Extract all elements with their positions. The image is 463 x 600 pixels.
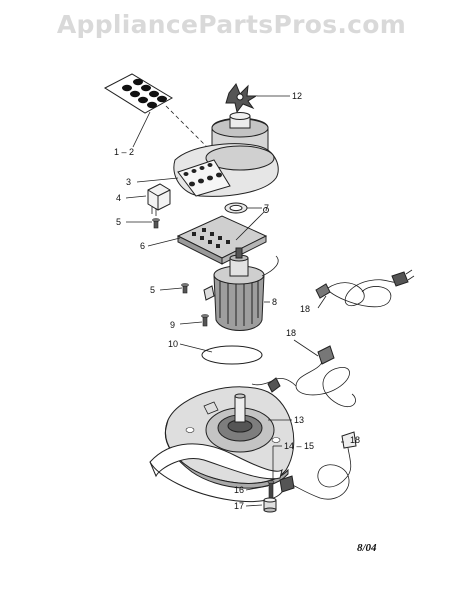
label-12: 12 xyxy=(292,91,302,101)
label-4: 4 xyxy=(116,193,121,203)
leader-lines xyxy=(125,95,344,507)
label-1-2: 1 – 2 xyxy=(114,147,134,157)
label-18-lower: 18 xyxy=(350,435,360,445)
power-cord-upper xyxy=(315,269,415,308)
label-13: 13 xyxy=(294,415,304,425)
motor-screw xyxy=(201,314,209,327)
label-16: 16 xyxy=(234,485,244,495)
motor-assembly xyxy=(203,247,279,331)
base-housing xyxy=(173,143,279,197)
watermark: AppliancePartsPros.com xyxy=(56,10,407,39)
button-overlay-pad xyxy=(103,73,173,114)
label-5-lower: 5 xyxy=(150,285,155,295)
foot-screw xyxy=(267,480,275,501)
switch-relay xyxy=(147,183,171,216)
label-9: 9 xyxy=(170,320,175,330)
base-plate xyxy=(164,386,295,489)
rubber-foot xyxy=(263,497,277,513)
label-18-middle: 18 xyxy=(286,328,296,338)
label-8: 8 xyxy=(272,297,277,307)
label-18-upper: 18 xyxy=(300,304,310,314)
screw-upper xyxy=(152,218,160,229)
label-6: 6 xyxy=(140,241,145,251)
label-10: 10 xyxy=(168,339,178,349)
base-cord-loop xyxy=(149,443,283,480)
blade-part xyxy=(225,83,258,114)
label-17: 17 xyxy=(234,501,244,511)
circuit-board xyxy=(176,207,269,265)
label-5-upper: 5 xyxy=(116,217,121,227)
seal-ring xyxy=(224,202,248,214)
revision-date: 8/04 xyxy=(357,542,377,554)
power-cord-lower xyxy=(279,431,357,500)
label-7: 7 xyxy=(264,203,269,213)
power-cord-middle xyxy=(251,345,356,408)
part-labels: 12 1 – 2 3 4 5 7 6 5 8 18 9 10 18 13 14 … xyxy=(114,91,377,554)
label-14-15: 14 – 15 xyxy=(284,441,314,451)
screw-lower xyxy=(181,283,189,294)
label-3: 3 xyxy=(126,177,131,187)
gasket-ring xyxy=(201,345,263,365)
